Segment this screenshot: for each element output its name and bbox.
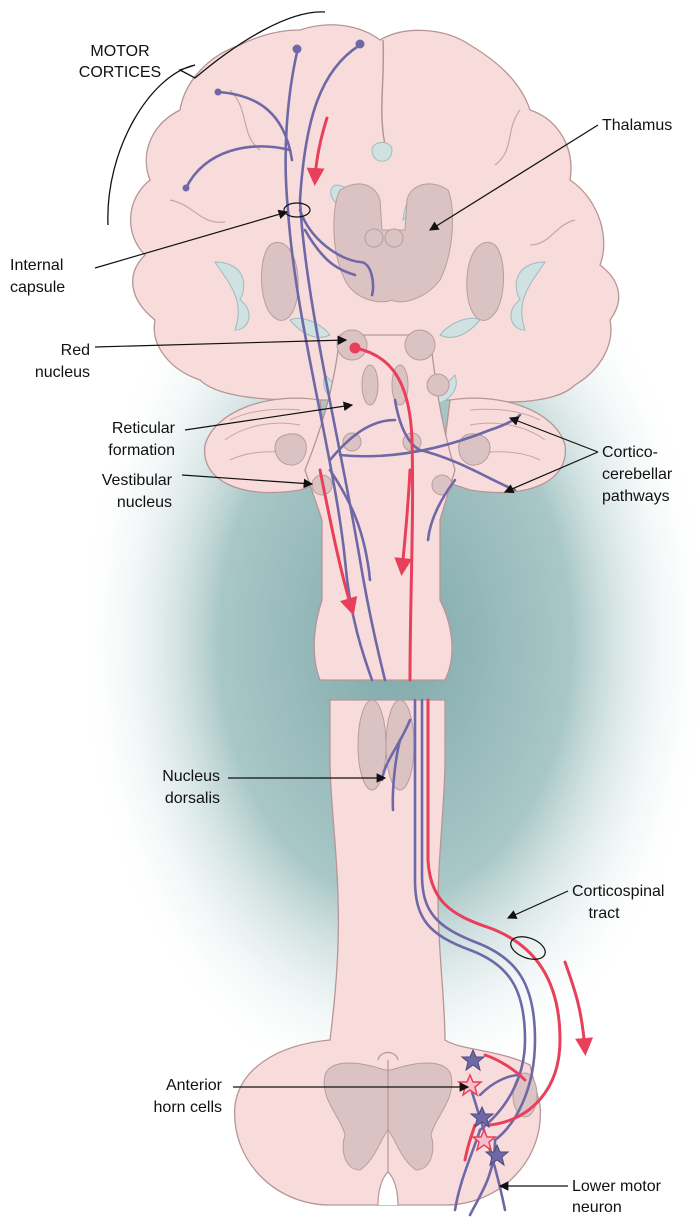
label-reticular-formation-1: Reticular (112, 420, 176, 437)
label-anterior-horn-2: horn cells (154, 1099, 222, 1116)
label-internal-capsule-2: capsule (10, 279, 65, 296)
label-motor-cortices-2: CORTICES (79, 64, 161, 81)
label-anterior-horn-1: Anterior (166, 1077, 223, 1094)
label-red-nucleus-1: Red (61, 342, 90, 359)
label-thalamus: Thalamus (602, 117, 672, 134)
label-vestibular-nucleus-2: nucleus (117, 494, 172, 511)
label-lower-motor-neuron-1: Lower motor (572, 1178, 662, 1195)
label-cortico-cerebellar-3: pathways (602, 488, 670, 505)
label-lower-motor-neuron-2: neuron (572, 1199, 622, 1216)
label-vestibular-nucleus-1: Vestibular (102, 472, 173, 489)
label-corticospinal-1: Corticospinal (572, 883, 664, 900)
label-motor-cortices-1: MOTOR (90, 43, 149, 60)
label-reticular-formation-2: formation (108, 442, 175, 459)
label-cortico-cerebellar-2: cerebellar (602, 466, 673, 483)
label-nucleus-dorsalis-1: Nucleus (162, 768, 220, 785)
label-red-nucleus-2: nucleus (35, 364, 90, 381)
label-internal-capsule-1: Internal (10, 257, 63, 274)
label-nucleus-dorsalis-2: dorsalis (165, 790, 220, 807)
label-corticospinal-2: tract (588, 905, 620, 922)
label-cortico-cerebellar-1: Cortico- (602, 444, 658, 461)
